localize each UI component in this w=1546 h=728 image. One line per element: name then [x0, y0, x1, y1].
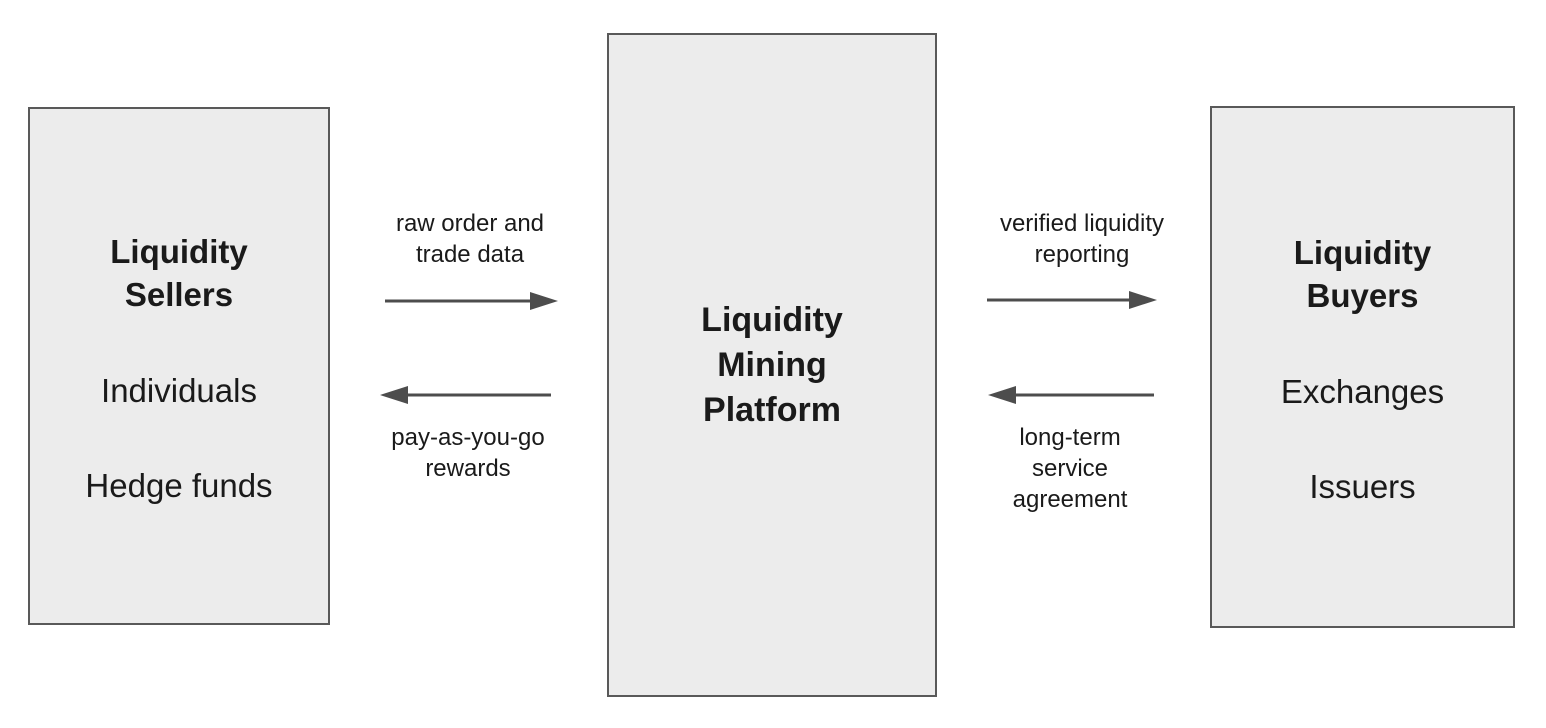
- edge-label-raw-order-and-trade-data: raw order and trade data: [395, 210, 545, 268]
- node-liquidity-buyers: Liquidity Buyers Exchanges Issuers: [1210, 106, 1515, 628]
- node-item-exchanges: Exchanges: [1280, 373, 1445, 410]
- edge-label-verified-liquidity-reporting: verified liquidity reporting: [999, 210, 1165, 268]
- node-item-issuers: Issuers: [1309, 468, 1416, 505]
- node-liquidity-sellers: Liquidity Sellers Individuals Hedge fund…: [28, 107, 330, 625]
- edge-label-long-term-service-agreement: long-term service agreement: [1012, 424, 1128, 513]
- arrow-buyers-to-platform: [988, 386, 1154, 404]
- node-title-liquidity-sellers: Liquidity Sellers: [110, 233, 248, 313]
- node-title-liquidity-mining-platform: Liquidity Mining Platform: [701, 300, 843, 429]
- arrow-platform-to-sellers: [380, 386, 551, 404]
- arrow-platform-to-buyers: [987, 291, 1157, 309]
- node-item-individuals: Individuals: [101, 372, 257, 409]
- arrow-sellers-to-platform: [385, 292, 558, 310]
- node-title-liquidity-buyers: Liquidity Buyers: [1293, 234, 1432, 314]
- node-item-hedge-funds: Hedge funds: [85, 467, 273, 504]
- node-liquidity-mining-platform: Liquidity Mining Platform: [607, 33, 937, 697]
- edge-label-pay-as-you-go-rewards: pay-as-you-go rewards: [391, 424, 545, 482]
